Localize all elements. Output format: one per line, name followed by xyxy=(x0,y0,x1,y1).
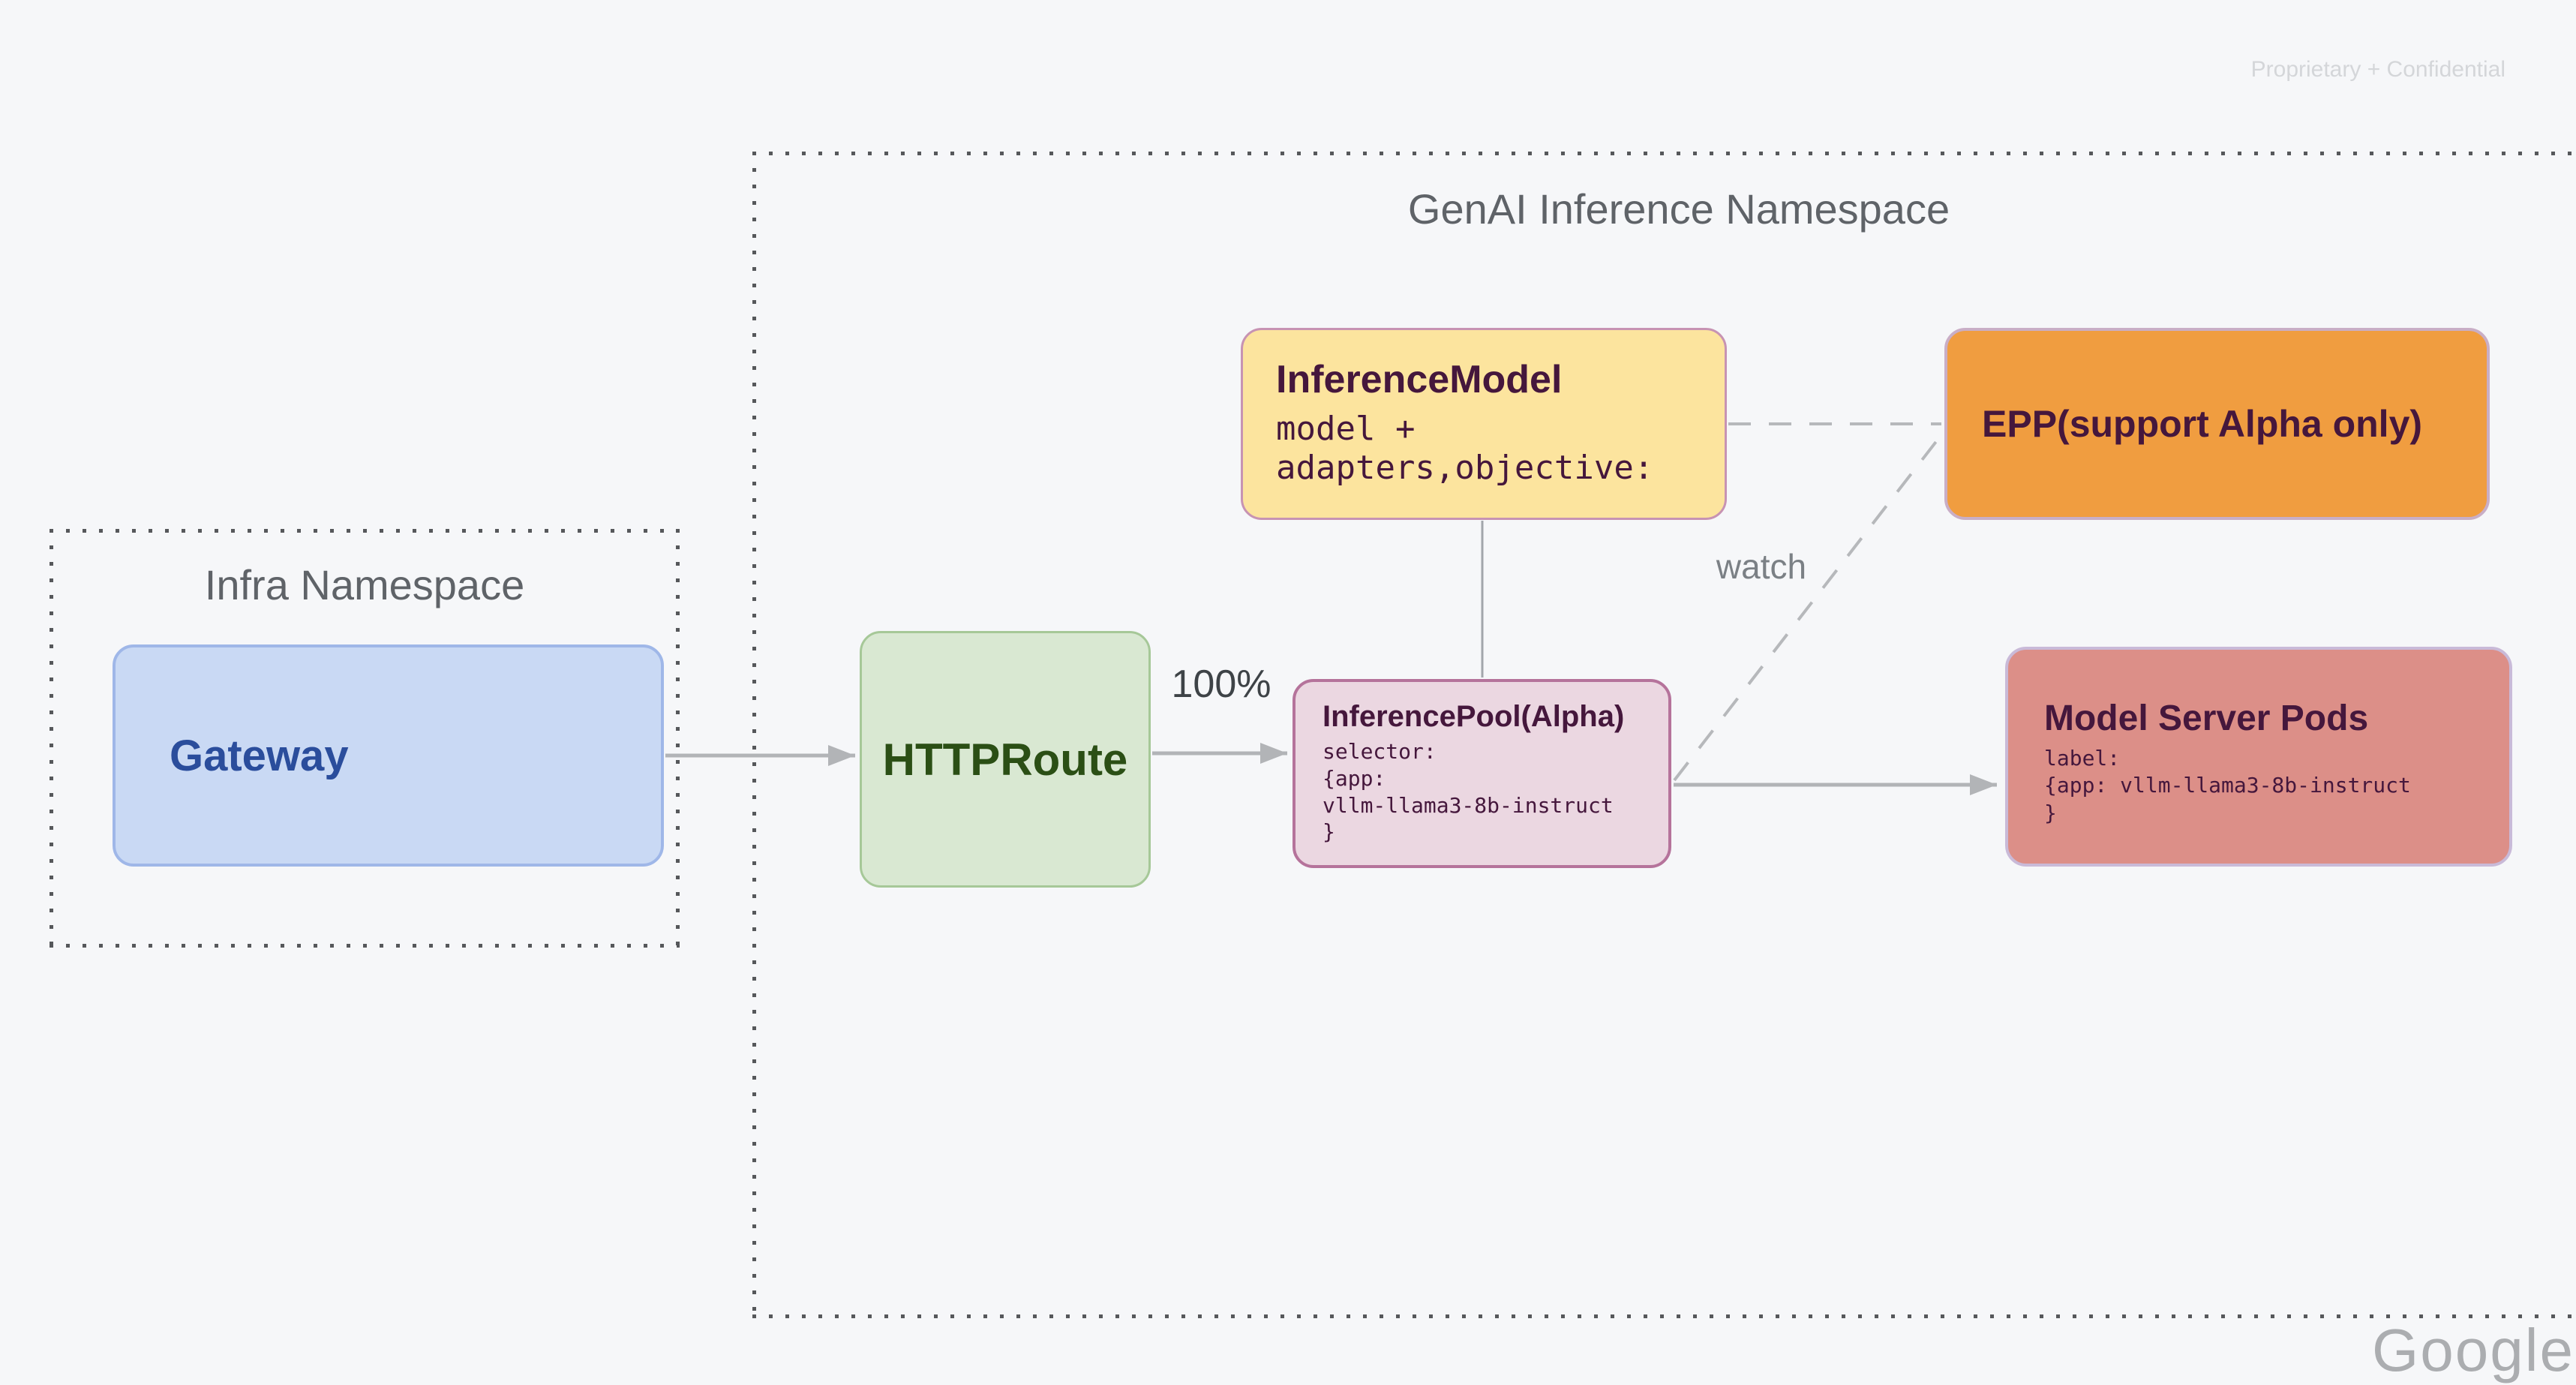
inference-model-node: InferenceModel model + adapters,objectiv… xyxy=(1241,328,1727,520)
epp-label: EPP(support Alpha only) xyxy=(1982,403,2423,445)
httproute-label: HTTPRoute xyxy=(882,734,1128,785)
traffic-percent-label: 100% xyxy=(1171,662,1271,706)
gateway-node: Gateway xyxy=(113,644,664,867)
inference-pool-code-line: } xyxy=(1323,819,1335,845)
genai-namespace-title: GenAI Inference Namespace xyxy=(1407,185,1950,233)
infra-namespace-title: Infra Namespace xyxy=(204,561,525,608)
inference-pool-code-line: selector: xyxy=(1323,739,1437,764)
inference-pool-code-line: {app: xyxy=(1323,765,1386,791)
watch-label: watch xyxy=(1716,547,1807,586)
inference-model-code-line: adapters,objective: xyxy=(1276,448,1654,487)
inference-model-code-line: model + xyxy=(1276,410,1416,448)
inference-pool-title: InferencePool(Alpha) xyxy=(1323,700,1625,733)
model-server-pods-code-line: {app: vllm-llama3-8b-instruct xyxy=(2044,773,2411,798)
model-server-pods-node: Model Server Pods label: {app: vllm-llam… xyxy=(2005,647,2512,867)
model-server-pods-title: Model Server Pods xyxy=(2044,699,2369,738)
model-server-pods-code-line: label: xyxy=(2044,746,2121,771)
inference-pool-node: InferencePool(Alpha) selector: {app: vll… xyxy=(1293,679,1671,868)
confidential-note: Proprietary + Confidential xyxy=(2250,57,2505,82)
google-logo: Google xyxy=(2372,1317,2574,1383)
httproute-node: HTTPRoute xyxy=(860,631,1151,888)
inference-model-title: InferenceModel xyxy=(1276,358,1563,401)
model-server-pods-code-line: } xyxy=(2044,800,2057,825)
inference-pool-code-line: vllm-llama3-8b-instruct xyxy=(1323,792,1614,818)
epp-node: EPP(support Alpha only) xyxy=(1944,328,2490,520)
gateway-label: Gateway xyxy=(170,731,349,780)
